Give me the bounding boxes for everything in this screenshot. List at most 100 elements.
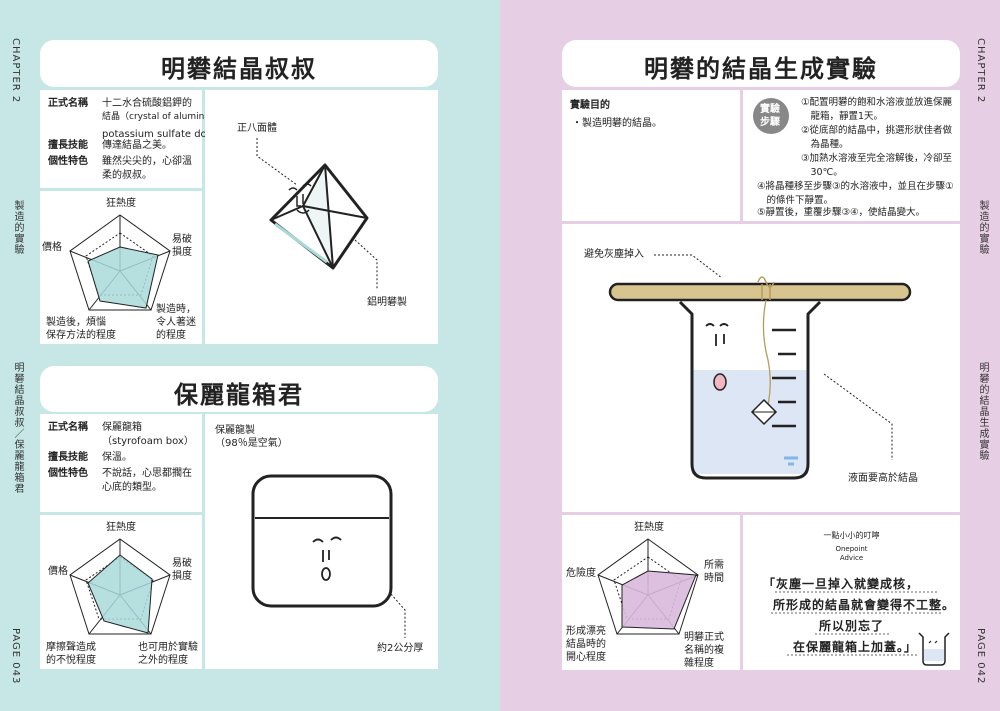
section-side-label: 製造的實驗 bbox=[977, 200, 988, 255]
crystal-radar-card: 狂熱度 易破 損度 價格 製造時， 令人著迷 的程度 製造後，煩惱 保存方法的程… bbox=[40, 191, 202, 344]
advice-subheading: Advice bbox=[839, 554, 864, 562]
personality-value: 柔的叔叔。 bbox=[102, 170, 152, 181]
radar-label-right: 易破 bbox=[172, 558, 192, 569]
radar-label-bottom-right: 之外的程度 bbox=[138, 655, 188, 666]
personality-value: 不說話，心思都擱在 bbox=[102, 468, 192, 479]
crystal-profile-card: 正式名稱 十二水合硫酸鋁鉀的 結晶（crystal of aluminum po… bbox=[40, 90, 280, 188]
styrofoam-title-card: 保麗龍箱君 bbox=[40, 366, 438, 412]
advice-heading: 一點小小的叮嚀 bbox=[823, 531, 880, 540]
step-line: ②從底部的結晶中，挑選形狀佳者做 bbox=[801, 125, 953, 136]
step-line: ④將晶種移至步驟③的水溶液中，並且在步驟① bbox=[757, 181, 954, 192]
radar-label-bottom-right: 製造時， bbox=[156, 304, 196, 315]
step-line: 30℃。 bbox=[801, 167, 843, 178]
radar-label-bottom-right: 明礬正式 bbox=[684, 632, 724, 643]
dust-label: 避免灰塵掉入 bbox=[584, 249, 644, 260]
advice-card: 一點小小的叮嚀 Onepoint Advice 「灰塵一旦掉入就變成核， 所形成… bbox=[743, 515, 960, 670]
advice-subheading: Onepoint bbox=[835, 545, 868, 553]
octahedron-crystal-character bbox=[256, 138, 378, 290]
radar-label-bottom-left: 保存方法的程度 bbox=[46, 330, 116, 341]
page-number: PAGE 042 bbox=[975, 628, 986, 685]
personality-value: 雖然尖尖的，心卻溫 bbox=[102, 156, 192, 167]
radar-inner-ring bbox=[85, 232, 154, 296]
radar-label-bottom-right: 雜程度 bbox=[684, 658, 714, 669]
crystal-illustration-card: 正八面體 鋁明礬製 bbox=[205, 90, 438, 344]
radar-chart bbox=[69, 538, 171, 635]
radar-value-area bbox=[87, 554, 153, 634]
chapter-label: CHAPTER 2 bbox=[975, 38, 986, 104]
advice-line: 「灰塵一旦掉入就變成核， bbox=[763, 577, 920, 591]
formal-name-value: 結晶（crystal of aluminum bbox=[102, 112, 219, 122]
step-line: 龍箱，靜置1天。 bbox=[801, 111, 884, 122]
formal-name-english: potassium sulfate dodecahydrate） bbox=[102, 129, 280, 140]
radar-label-left: 價格 bbox=[42, 242, 62, 253]
personality-label: 個性特色 bbox=[48, 156, 88, 167]
liquid-level-label: 液面要高於結晶 bbox=[848, 473, 918, 484]
radar-label-left: 危險度 bbox=[566, 568, 596, 579]
radar-label-right: 所需 bbox=[704, 560, 724, 571]
thickness-label: 約2公分厚 bbox=[377, 643, 424, 654]
experiment-title-card: 明礬的結晶生成實驗 bbox=[562, 40, 960, 87]
page-number: PAGE 043 bbox=[10, 628, 21, 685]
skill-label: 擅長技能 bbox=[48, 452, 88, 463]
formal-name-label: 正式名稱 bbox=[48, 98, 88, 109]
material-label: 保麗龍製 bbox=[215, 425, 255, 436]
styrofoam-illustration-card: 保麗龍製 （98％是空氣） 約2公分厚 bbox=[205, 414, 438, 669]
radar-label-bottom-left: 形成漂亮 bbox=[566, 626, 606, 637]
styrofoam-box-character bbox=[251, 474, 406, 638]
radar-value-area bbox=[87, 246, 159, 309]
radar-label-right: 損度 bbox=[172, 571, 192, 582]
radar-label-bottom-right: 的程度 bbox=[156, 330, 186, 341]
radar-label-top: 狂熱度 bbox=[106, 522, 136, 533]
styrofoam-radar-card: 狂熱度 易破 損度 價格 也可用於實驗 之外的程度 摩擦聲造成 的不悅程度 bbox=[40, 515, 202, 669]
steps-card: 實驗 步驟 ①配置明礬的飽和水溶液並放進保麗 龍箱，靜置1天。 ②從底部的結晶中… bbox=[743, 90, 960, 221]
page-title: 明礬結晶叔叔 bbox=[161, 55, 317, 83]
styrofoam-profile-card: 正式名稱 保麗龍箱 （styrofoam box） 擅長技能 保溫。 個性特色 … bbox=[40, 414, 202, 512]
step-line: 為晶種。 bbox=[801, 139, 849, 150]
advice-line: 所形成的結晶就會變得不工整。 bbox=[773, 598, 956, 612]
formal-name-value: 保麗龍箱 bbox=[102, 422, 142, 433]
radar-label-bottom-left: 的不悅程度 bbox=[46, 655, 96, 666]
radar-chart bbox=[597, 538, 699, 635]
experiment-radar-card: 狂熱度 所需 時間 危險度 明礬正式 名稱的複 雜程度 形成漂亮 結晶時的 開心… bbox=[562, 515, 740, 670]
skill-label: 擅長技能 bbox=[48, 140, 88, 151]
material-label: 鋁明礬製 bbox=[367, 297, 407, 308]
radar-label-bottom-right: 名稱的複 bbox=[684, 645, 724, 656]
step-line: ③加熱水溶液至完全溶解後，冷卻至 bbox=[801, 153, 953, 164]
advice-line: 所以別忘了 bbox=[819, 619, 885, 633]
advice-decoration bbox=[771, 591, 950, 666]
section-side-label: 製造的實驗 bbox=[12, 200, 23, 255]
step-line: ①配置明礬的飽和水溶液並放進保麗 bbox=[801, 97, 953, 108]
steps-badge-icon bbox=[753, 98, 789, 134]
radar-label-bottom-left: 摩擦聲造成 bbox=[46, 642, 96, 653]
formal-name-label: 正式名稱 bbox=[48, 422, 88, 433]
advice-line: 在保麗龍箱上加蓋。」 bbox=[793, 640, 918, 654]
crystal-title-card: 明礬結晶叔叔 bbox=[40, 40, 438, 87]
radar-label-top: 狂熱度 bbox=[106, 198, 136, 209]
radar-outer-ring bbox=[597, 538, 699, 635]
steps-badge-label: 實驗 bbox=[760, 104, 780, 115]
formal-name-english: （styrofoam box） bbox=[102, 436, 194, 447]
beaker-character bbox=[608, 254, 912, 480]
page-title: 明礬的結晶生成實驗 bbox=[644, 55, 878, 83]
skill-value: 保溫。 bbox=[102, 452, 132, 463]
personality-value: 心底的類型。 bbox=[102, 482, 162, 493]
radar-label-bottom-right: 令人著迷 bbox=[156, 317, 196, 328]
skill-value: 傳達結晶之美。 bbox=[102, 140, 172, 151]
radar-label-bottom-left: 開心程度 bbox=[566, 652, 606, 663]
radar-label-top: 狂熱度 bbox=[634, 522, 664, 533]
radar-label-right: 損度 bbox=[172, 247, 192, 258]
small-beaker-icon bbox=[918, 632, 950, 666]
purpose-text: ・製造明礬的結晶。 bbox=[572, 118, 662, 129]
radar-value-area bbox=[621, 570, 697, 630]
radar-outer-ring bbox=[69, 214, 171, 311]
topic-side-label: 明礬結晶叔叔／保麗龍箱君 bbox=[12, 362, 23, 494]
step-line: ⑤靜置後，重覆步驟③④，使結晶變大。 bbox=[757, 207, 926, 218]
radar-label-bottom-left: 結晶時的 bbox=[566, 639, 606, 650]
topic-side-label: 明礬的結晶生成實驗 bbox=[977, 362, 988, 461]
radar-label-bottom-right: 也可用於實驗 bbox=[138, 642, 198, 653]
radar-label-right: 易破 bbox=[172, 234, 192, 245]
purpose-card: 實驗目的 ・製造明礬的結晶。 bbox=[562, 90, 740, 221]
radar-chart bbox=[69, 214, 171, 311]
chapter-label: CHAPTER 2 bbox=[10, 38, 21, 104]
radar-label-left: 價格 bbox=[48, 566, 68, 577]
